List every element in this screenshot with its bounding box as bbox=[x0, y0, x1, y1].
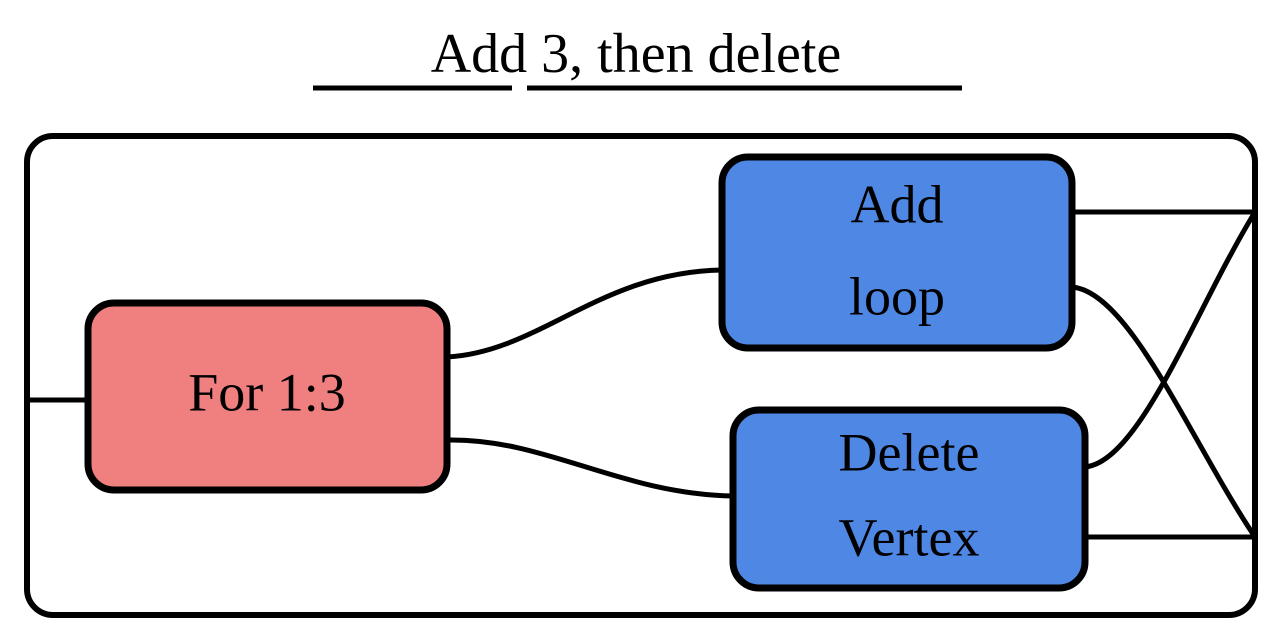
wire-delete-vertex-crossing-output bbox=[1084, 210, 1258, 470]
wire-add-loop-crossing-output bbox=[1071, 284, 1258, 539]
block-delete-vertex-label-line1: Delete bbox=[839, 422, 980, 482]
block-add-loop-label-line1: Add bbox=[851, 174, 944, 234]
wire-for-loop-to-delete-vertex bbox=[446, 437, 734, 499]
wire-for-loop-to-add-loop bbox=[446, 267, 723, 360]
connection-lines bbox=[27, 209, 1258, 540]
block-add-loop-label-line2: loop bbox=[849, 266, 945, 326]
block-delete-vertex-shape[interactable] bbox=[729, 406, 1089, 592]
page-title: Add 3, then delete bbox=[431, 23, 842, 85]
block-delete-vertex-label-line2: Vertex bbox=[839, 507, 980, 567]
block-add-loop[interactable]: Add loop bbox=[718, 153, 1076, 352]
block-for-loop-label: For 1:3 bbox=[188, 362, 346, 422]
block-for-loop[interactable]: For 1:3 bbox=[84, 299, 451, 494]
block-for-loop-shape[interactable] bbox=[84, 299, 451, 494]
block-add-loop-shape[interactable] bbox=[718, 153, 1076, 352]
diagram-title-group: Add 3, then delete bbox=[313, 23, 962, 91]
block-delete-vertex[interactable]: Delete Vertex bbox=[729, 406, 1089, 592]
